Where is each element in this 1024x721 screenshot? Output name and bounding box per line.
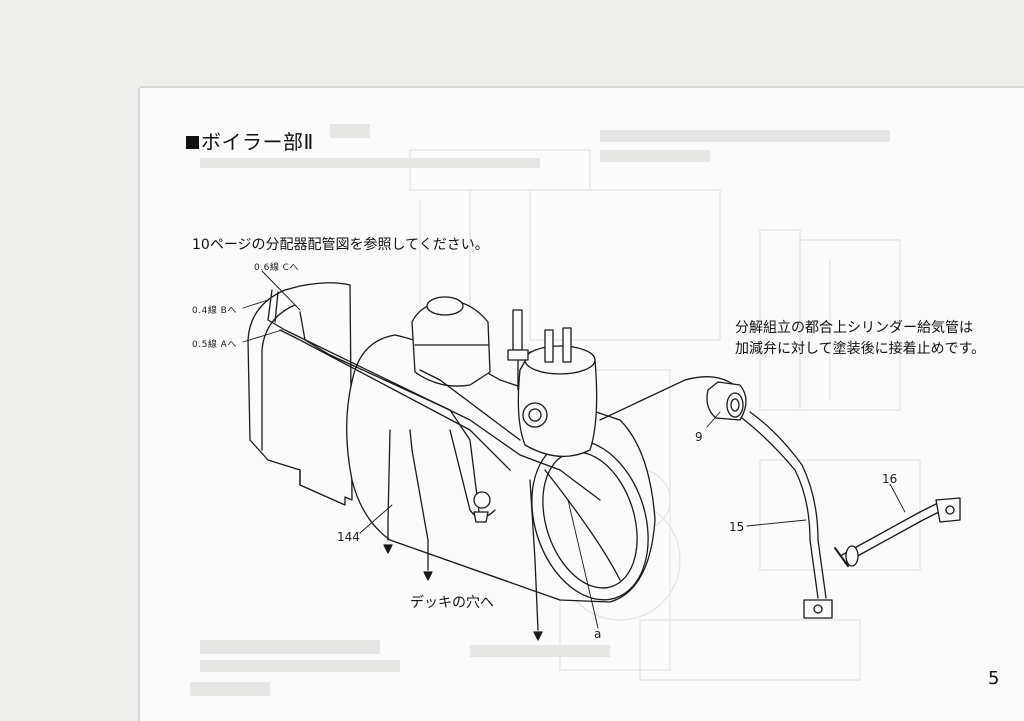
part-label-a: a bbox=[594, 627, 602, 641]
part-label-144: 144 bbox=[337, 530, 360, 544]
section-title: ボイラー部Ⅱ bbox=[186, 126, 314, 155]
regulator-housing bbox=[517, 345, 598, 458]
page-number: 5 bbox=[988, 668, 1000, 689]
pipe-15 bbox=[741, 411, 833, 619]
part-label-15: 15 bbox=[729, 520, 745, 534]
safety-valves bbox=[507, 309, 572, 391]
wire-label-c: 0.6線 Cへ bbox=[254, 263, 299, 273]
part-label-16: 16 bbox=[882, 472, 898, 486]
check-valve bbox=[473, 491, 491, 523]
wire-label-a: 0.5線 Aへ bbox=[192, 340, 237, 350]
part-label-9: 9 bbox=[695, 430, 703, 444]
deck-hole-note: デッキの穴へ bbox=[410, 595, 494, 611]
steam-dome bbox=[411, 296, 491, 387]
pipe-16 bbox=[834, 497, 961, 567]
fitting-9 bbox=[706, 381, 747, 421]
section-title-text: ボイラー部Ⅱ bbox=[201, 130, 314, 154]
assembly-note-line-2: 加減弁に対して塗装後に接着止めです。 bbox=[735, 341, 986, 357]
backhead-plate bbox=[247, 282, 353, 506]
pipe-arrows bbox=[383, 544, 543, 641]
wire-label-b: 0.4線 Bへ bbox=[192, 306, 237, 316]
reference-note: 10ページの分配器配管図を参照してください。 bbox=[192, 237, 489, 253]
title-bullet bbox=[186, 136, 199, 149]
assembly-note: 分解組立の都合上シリンダー給気管は 加減弁に対して塗装後に接着止めです。 bbox=[735, 318, 985, 360]
assembly-note-line-1: 分解組立の都合上シリンダー給気管は bbox=[735, 320, 973, 336]
leader-lines bbox=[242, 270, 906, 629]
boiler-barrel bbox=[346, 334, 741, 603]
